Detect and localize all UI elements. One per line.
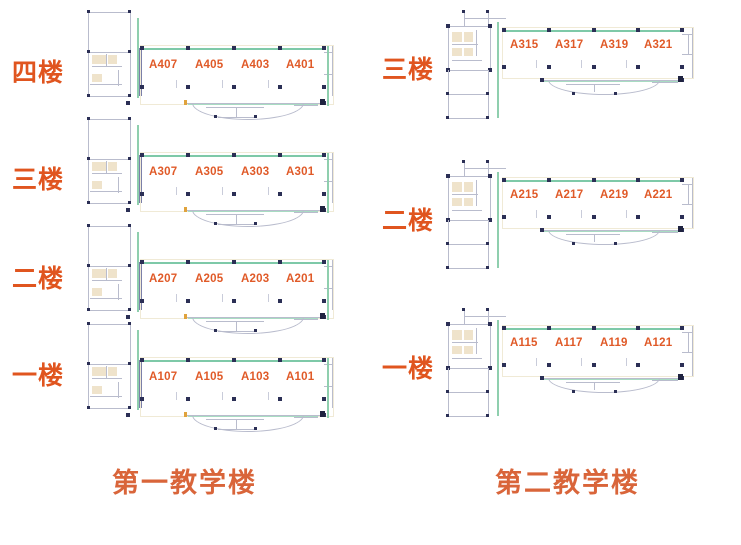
building-caption-2: 第二教学楼 — [495, 468, 640, 499]
room-number: A403 — [241, 59, 270, 71]
room-number: A117 — [555, 337, 583, 349]
floor-label-b2-f2: 二楼 — [382, 206, 435, 235]
floor-label-b2-f1: 一楼 — [382, 354, 435, 383]
room-number: A115 — [510, 337, 538, 349]
room-number: A315 — [510, 39, 539, 51]
room-number: A321 — [644, 39, 673, 51]
room-number: A205 — [195, 273, 224, 285]
floor-label-b1-f2: 二楼 — [12, 264, 65, 293]
room-number: A207 — [149, 273, 178, 285]
room-number: A119 — [600, 337, 628, 349]
floor-label-b1-f3: 三楼 — [12, 165, 65, 194]
room-number: A107 — [149, 371, 178, 383]
room-number: A221 — [644, 189, 673, 201]
room-number: A401 — [286, 59, 315, 71]
room-number: A201 — [286, 273, 315, 285]
room-number: A305 — [195, 166, 224, 178]
floor-plan-b1-f1: A107 A105 A103 A101 — [87, 320, 338, 432]
room-number: A203 — [241, 273, 270, 285]
room-number: A105 — [195, 371, 224, 383]
floor-plan-b2-f1: A115 A117 A119 A121 — [446, 306, 698, 434]
room-number: A301 — [286, 166, 315, 178]
room-number: A121 — [644, 337, 673, 349]
floor-label-b1-f4: 四楼 — [12, 58, 65, 87]
floor-plan-b2-f2: A215 A217 A219 A221 — [446, 158, 698, 286]
room-number: A319 — [600, 39, 629, 51]
floor-plan-b1-f3: A307 A305 A303 A301 — [87, 115, 338, 227]
room-number: A407 — [149, 59, 178, 71]
floor-plan-b1-f4: A407 A405 A403 A401 — [87, 8, 338, 120]
building-caption-1: 第一教学楼 — [112, 468, 257, 499]
floor-plan-b2-f3: A315 A317 A319 A321 — [446, 8, 698, 136]
room-number: A317 — [555, 39, 584, 51]
room-number: A219 — [600, 189, 629, 201]
room-number: A405 — [195, 59, 224, 71]
room-number: A215 — [510, 189, 539, 201]
floor-plan-b1-f2: A207 A205 A203 A201 — [87, 222, 338, 334]
floor-label-b1-f1: 一楼 — [12, 361, 65, 390]
room-number: A101 — [286, 371, 315, 383]
room-number: A307 — [149, 166, 178, 178]
room-number: A217 — [555, 189, 584, 201]
room-number: A103 — [241, 371, 270, 383]
floor-label-b2-f3: 三楼 — [382, 55, 435, 84]
room-number: A303 — [241, 166, 270, 178]
